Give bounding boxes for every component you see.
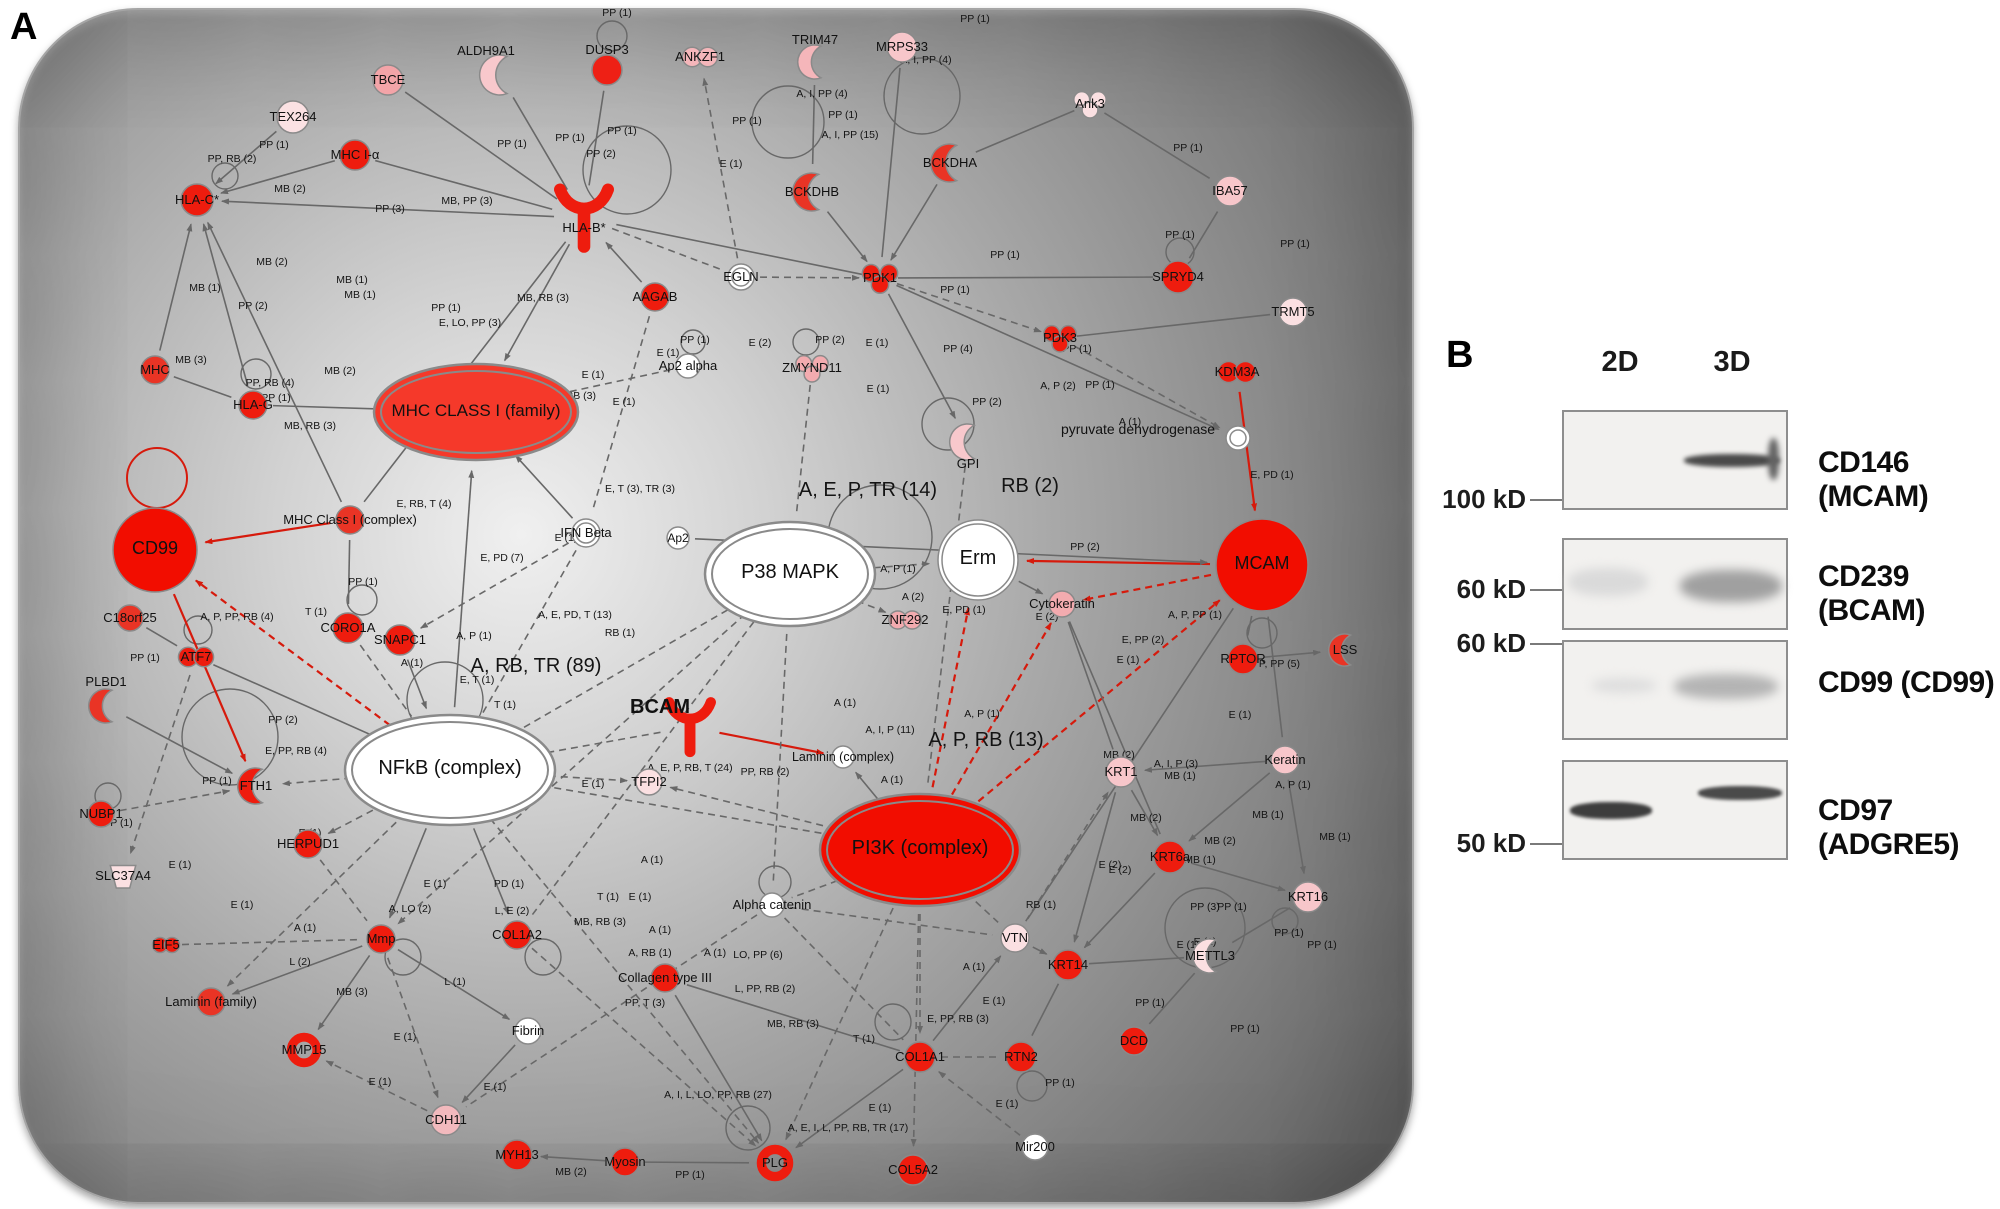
lane-header-3d: 3D bbox=[1713, 346, 1751, 378]
mw-marker-60kd-2: 60 kD bbox=[1430, 628, 1562, 659]
blot-band-2d bbox=[1570, 802, 1652, 819]
blot-row-label-cd146: CD146 (MCAM) bbox=[1818, 446, 1929, 513]
blot-band-3d bbox=[1684, 454, 1780, 467]
blot-row-label-cd239: CD239 (BCAM) bbox=[1818, 560, 1925, 627]
mw-marker-50kd: 50 kD bbox=[1430, 828, 1562, 859]
blot-row-label-cd97: CD97 (ADGRE5) bbox=[1818, 794, 1960, 861]
blot-cd99 bbox=[1562, 640, 1788, 740]
network-panel bbox=[18, 8, 1414, 1204]
blot-band-2d bbox=[1592, 678, 1656, 693]
mw-marker-100kd: 100 kD bbox=[1430, 484, 1562, 515]
mw-marker-60kd-1: 60 kD bbox=[1430, 574, 1562, 605]
blot-cd239-bcam bbox=[1562, 538, 1788, 630]
panel-b-letter: B bbox=[1446, 334, 1474, 376]
blot-band-3d bbox=[1698, 786, 1782, 800]
blot-cd146-mcam bbox=[1562, 410, 1788, 510]
blot-band-3d bbox=[1674, 674, 1778, 699]
blot-band-smear bbox=[1768, 438, 1779, 480]
blot-band-2d bbox=[1568, 568, 1648, 596]
blot-row-label-cd99: CD99 (CD99) bbox=[1818, 666, 1995, 699]
lane-header-2d: 2D bbox=[1601, 346, 1639, 378]
blot-cd97-adgre5 bbox=[1562, 760, 1788, 860]
blot-band-3d bbox=[1680, 570, 1782, 602]
panel-a-letter: A bbox=[10, 6, 38, 48]
